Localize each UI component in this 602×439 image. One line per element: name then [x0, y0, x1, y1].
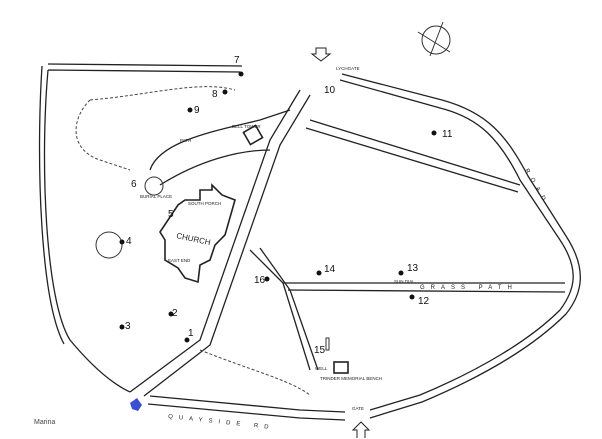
point-11-label: 11 — [442, 129, 453, 140]
point-14-label: 14 — [324, 264, 336, 275]
label-gate: GATE — [352, 406, 364, 411]
grass-path — [283, 282, 566, 293]
point-5-label: 5 — [168, 209, 174, 220]
point-16-dot — [264, 276, 270, 282]
point-1-dot — [184, 337, 190, 343]
point-7-dot — [238, 71, 244, 77]
point-7-label: 7 — [234, 55, 240, 66]
caption: Marina — [34, 419, 56, 426]
diagonal-path — [249, 247, 319, 371]
point-2-dot — [168, 311, 174, 317]
point-8-dot — [222, 89, 228, 95]
point-15-label: 15 — [314, 345, 326, 356]
item-15-marker — [325, 337, 330, 351]
point-13-label: 13 — [407, 263, 419, 274]
point-1-label: 1 — [188, 328, 194, 339]
tree-circle — [95, 231, 123, 259]
compass-rose — [417, 21, 451, 57]
point-14-dot — [316, 270, 322, 276]
point-16-label: 16 — [254, 275, 266, 286]
point-8-label: 8 — [212, 89, 218, 100]
point-13-dot — [398, 270, 404, 276]
label-well: WELL — [315, 366, 328, 371]
point-9-dot — [187, 107, 193, 113]
label-burial: BURIAL PLACE — [140, 194, 172, 199]
well-box — [333, 361, 349, 374]
label-sundial: SUN DIAL — [394, 279, 415, 284]
point-3-dot — [119, 324, 125, 330]
gate-arrow-icon — [351, 421, 371, 438]
path-loop — [149, 109, 291, 186]
point-3-label: 3 — [125, 321, 131, 332]
entrance-path — [129, 89, 311, 397]
church-building — [159, 183, 236, 284]
label-south-porch: SOUTH PORCH — [188, 201, 221, 206]
road-edge — [339, 79, 574, 411]
label-bell-tower: BELL TOWER — [232, 124, 261, 129]
quayside-road — [147, 395, 346, 421]
footpath-dashed — [75, 86, 311, 396]
label-east-end: EAST END — [168, 258, 191, 263]
lychgate-arrow-icon — [310, 47, 332, 62]
label-quayside: QUAYSIDE RD — [168, 414, 275, 431]
bell-tower — [242, 124, 264, 146]
point-10-label: 10 — [324, 85, 336, 96]
label-grass-path: GRASS PATH — [420, 285, 518, 291]
point-6-label: 6 — [131, 179, 137, 190]
label-lychgate: LYCHGATE — [336, 66, 360, 71]
road-edge-outer — [341, 73, 581, 419]
point-12-dot — [409, 294, 415, 300]
point-4-dot — [119, 239, 125, 245]
point-9-label: 9 — [194, 105, 200, 116]
boundary-path — [43, 69, 241, 393]
label-path: PATH — [180, 138, 191, 143]
boundary-path-inner — [38, 63, 243, 345]
point-2-label: 2 — [172, 308, 178, 319]
point-4-label: 4 — [126, 236, 132, 247]
burial-mound — [144, 176, 164, 196]
label-road: ROAD — [523, 168, 549, 207]
tiled-path — [305, 119, 521, 193]
point-12-label: 12 — [418, 296, 430, 307]
point-11-dot — [431, 130, 437, 136]
entrance-marker-icon — [130, 398, 142, 411]
label-bench: TRINDER MEMORIAL BENCH — [320, 376, 382, 381]
